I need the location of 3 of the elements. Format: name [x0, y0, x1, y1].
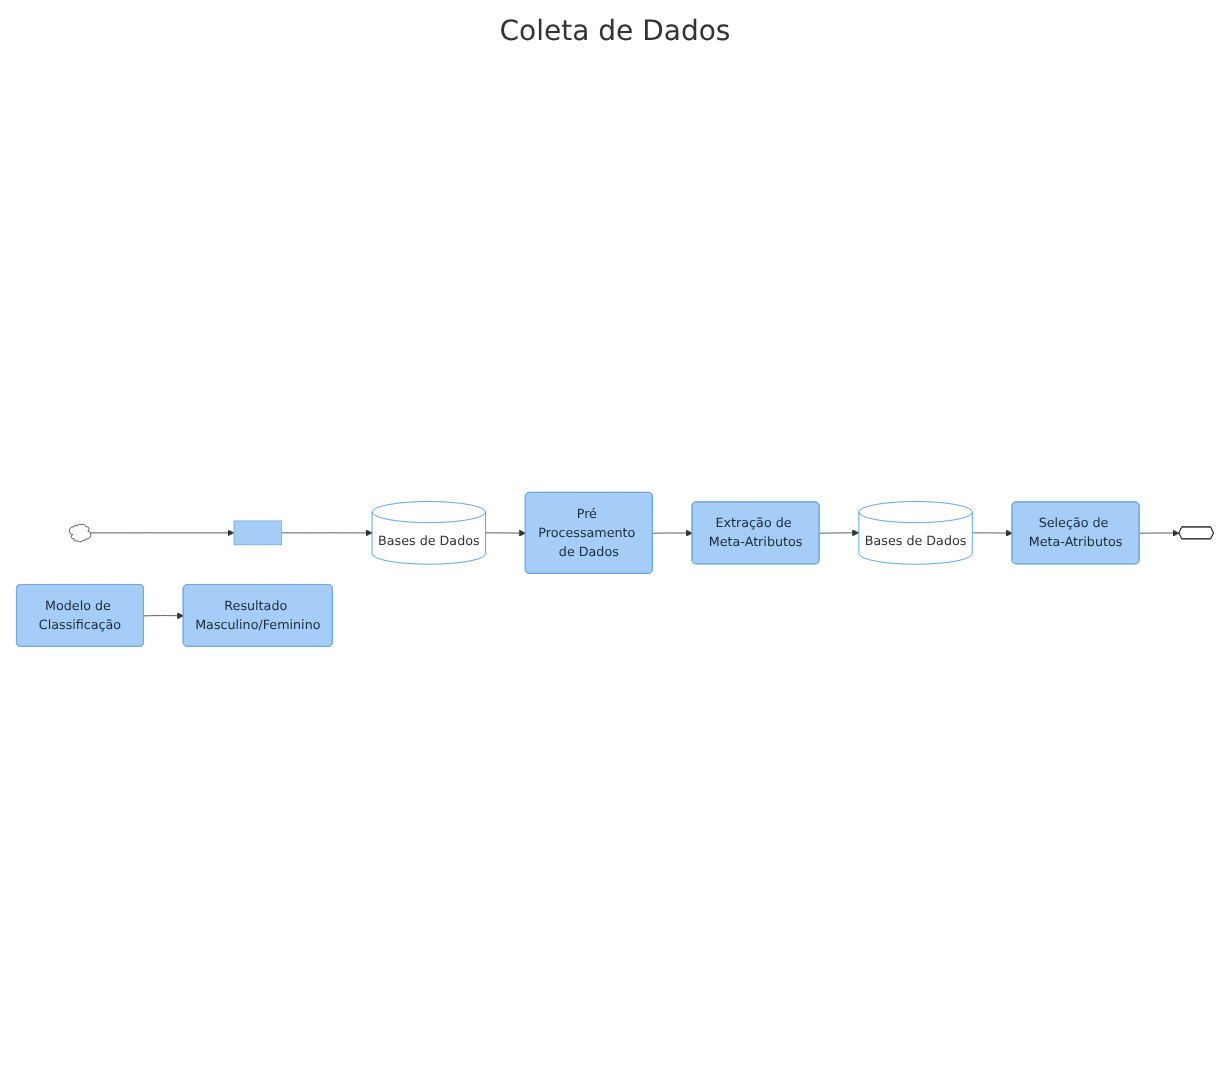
group-label: Coleta de Dados — [499, 16, 731, 48]
node-envelope — [233, 520, 283, 545]
node-cloud — [69, 523, 92, 542]
